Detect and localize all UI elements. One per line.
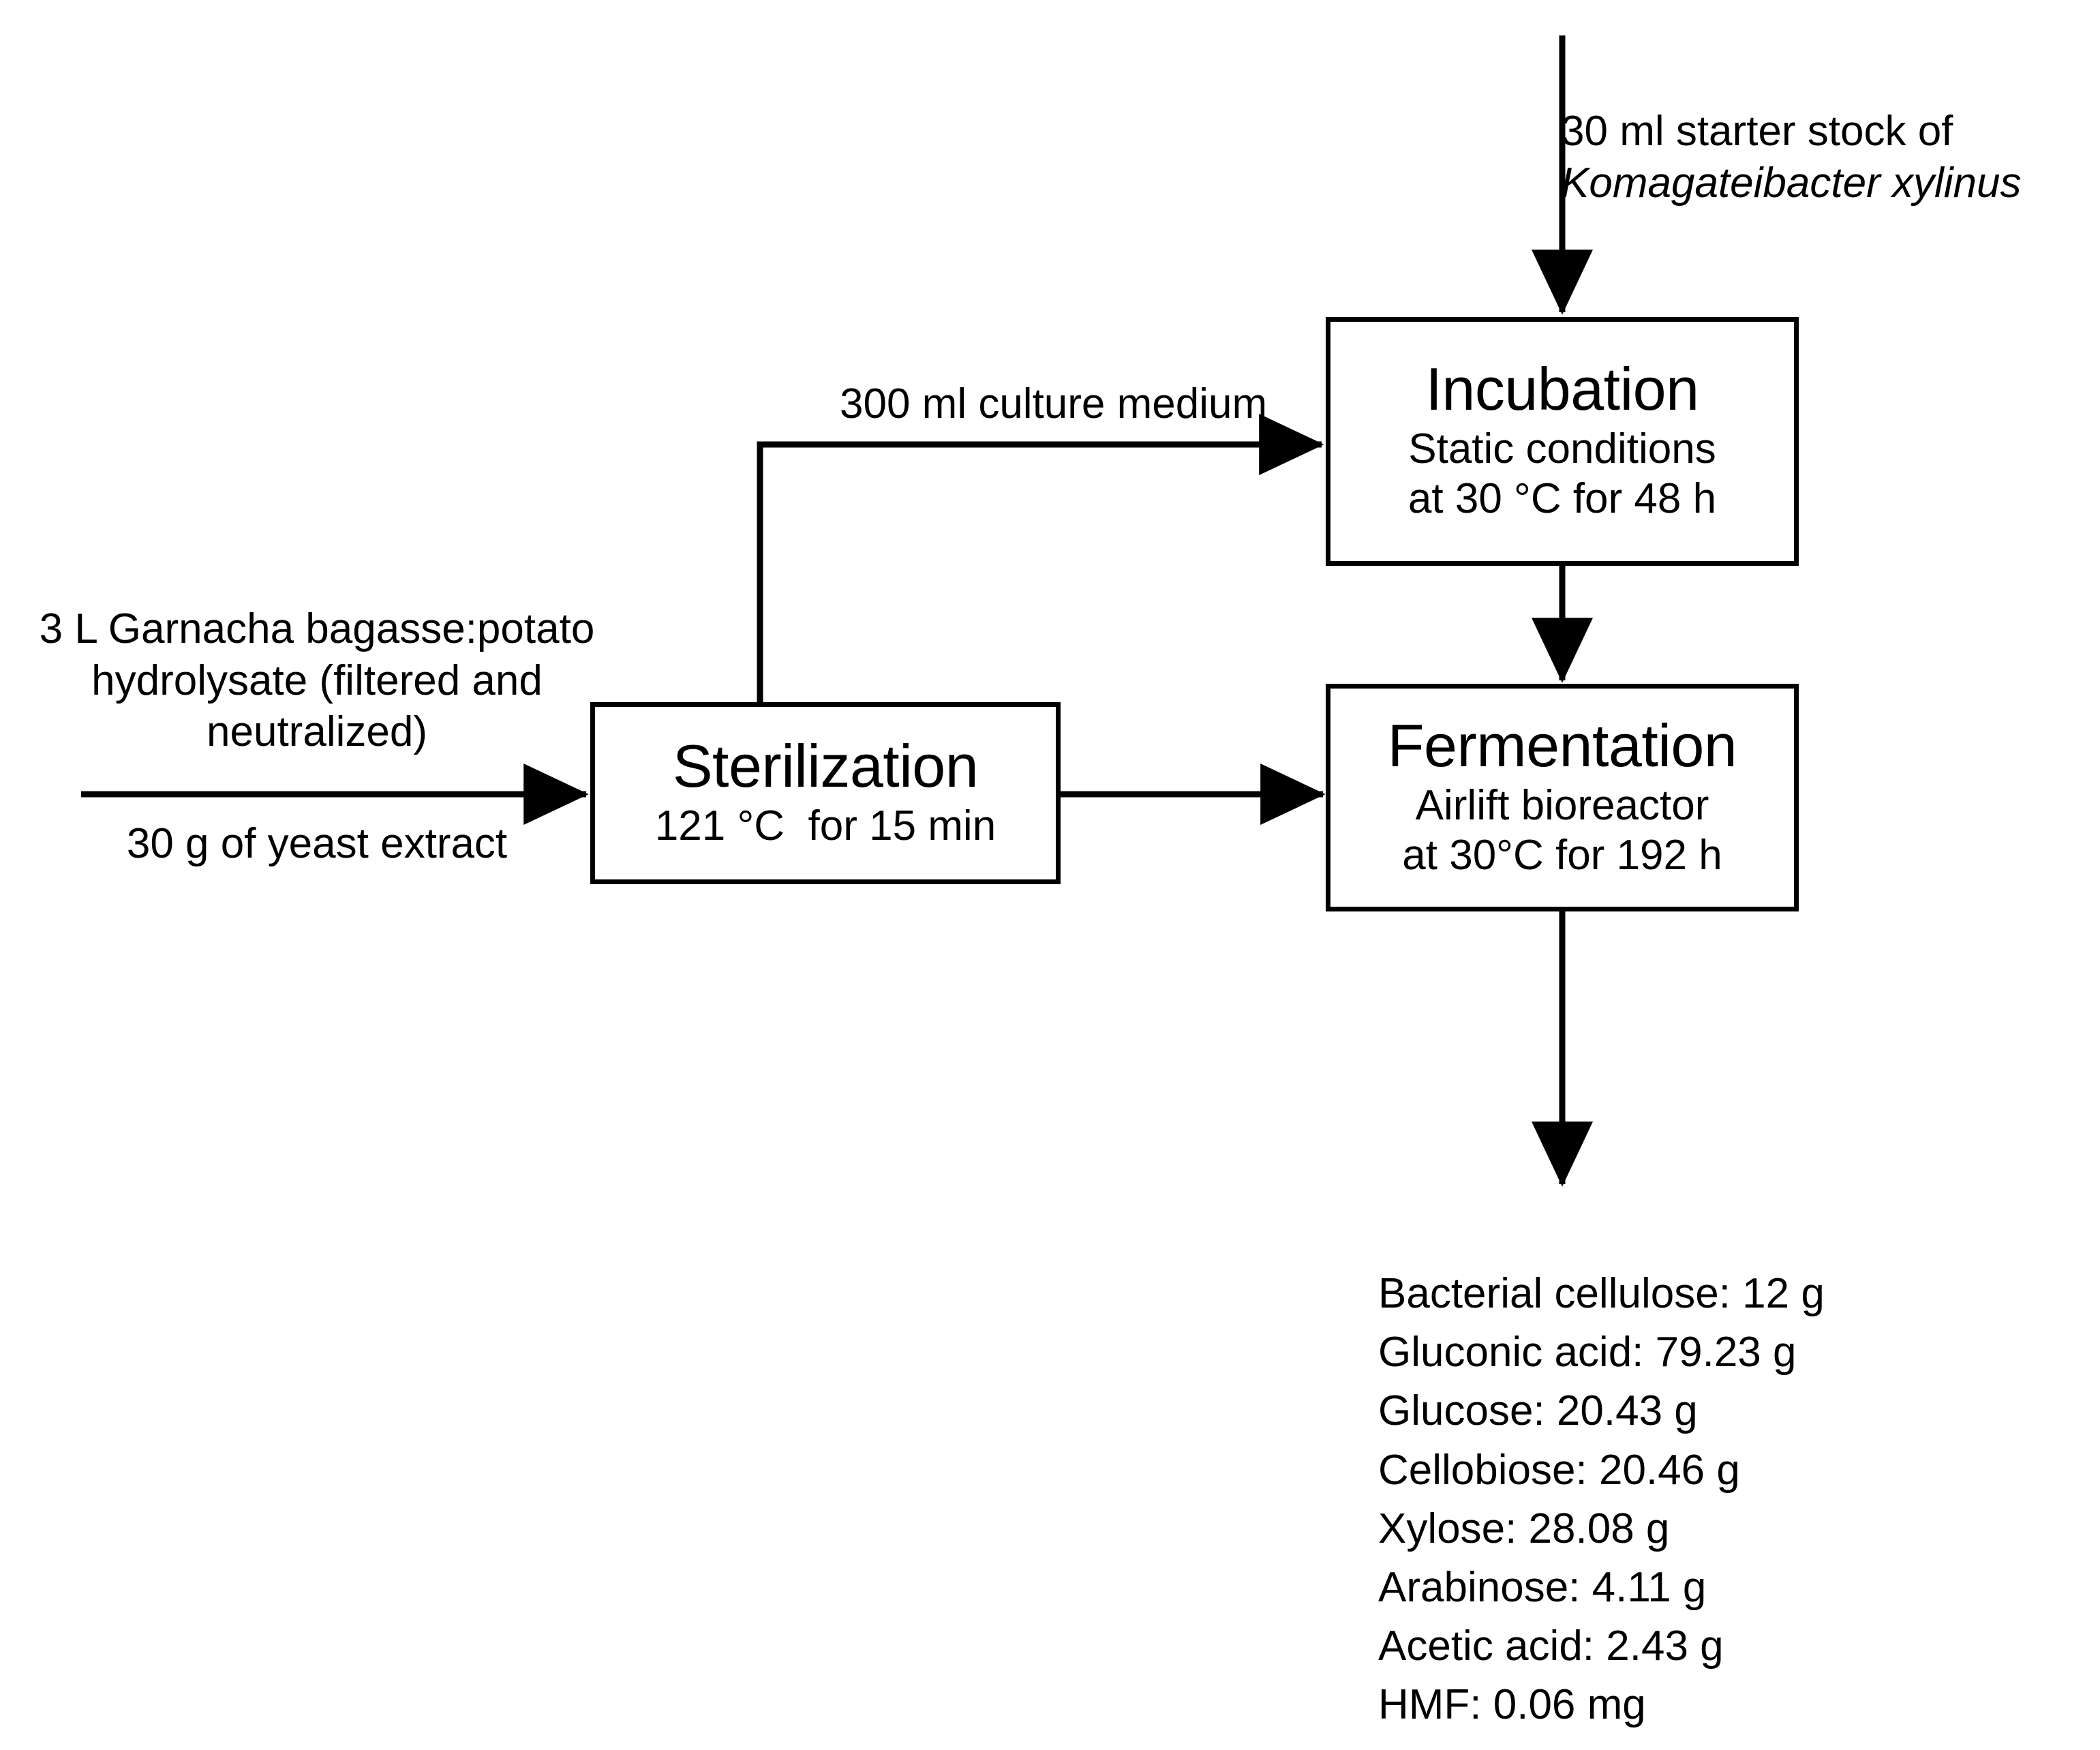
output-item-arabinose: Arabinose: 4.11 g [1378,1563,1707,1611]
label-culture-medium: 300 ml culture medium [840,380,1268,427]
label-starter-stock-line1: 30 ml starter stock of [1561,108,1953,155]
node-incubation-sub1: Static conditions [1408,425,1716,473]
node-incubation-sub2: at 30 °C for 48 h [1407,475,1717,523]
label-feedstock-line3: neutralized) [207,708,427,756]
node-fermentation-sub1: Airlift bioreactor [1415,781,1709,829]
node-fermentation[interactable]: Fermentation Airlift bioreactor at 30°C … [1326,684,1799,911]
output-item-xylose: Xylose: 28.08 g [1378,1505,1670,1552]
label-feedstock-line1: 3 L Garnacha bagasse:potato [39,605,595,652]
output-item-gluconic-acid: Gluconic acid: 79.23 g [1378,1329,1797,1376]
node-fermentation-details: Airlift bioreactor at 30°C for 192 h [1402,781,1722,880]
label-yeast-extract: 30 g of yeast extract [126,820,508,867]
node-sterilization[interactable]: Sterilization 121 °C for 15 min [590,702,1061,884]
output-item-hmf: HMF: 0.06 mg [1378,1681,1646,1729]
node-incubation[interactable]: Incubation Static conditions at 30 °C fo… [1326,317,1799,566]
node-sterilization-title: Sterilization [672,732,979,800]
output-list: Bacterial cellulose: 12 g Gluconic acid:… [1378,1265,1825,1734]
label-starter-stock-species: Komagateibacter xylinus [1561,159,2022,207]
output-item-glucose: Glucose: 20.43 g [1378,1387,1698,1435]
node-incubation-details: Static conditions at 30 °C for 48 h [1408,424,1716,524]
node-fermentation-title: Fermentation [1387,711,1737,779]
node-sterilization-details: 121 °C for 15 min [655,801,996,851]
label-feedstock: 3 L Garnacha bagasse:potato hydrolysate … [14,603,620,758]
output-item-bacterial-cellulose: Bacterial cellulose: 12 g [1378,1270,1825,1317]
node-sterilization-sub1: 121 °C for 15 min [654,802,996,849]
node-fermentation-sub2: at 30°C for 192 h [1402,831,1722,879]
output-item-cellobiose: Cellobiose: 20.46 g [1378,1446,1740,1494]
output-item-acetic-acid: Acetic acid: 2.43 g [1378,1623,1724,1670]
node-incubation-title: Incubation [1425,355,1699,423]
label-feedstock-line2: hydrolysate (filtered and [91,657,543,704]
arrow-sterilization-to-incubation [757,414,1324,702]
label-starter-stock: 30 ml starter stock of Komagateibacter x… [1561,106,2099,209]
